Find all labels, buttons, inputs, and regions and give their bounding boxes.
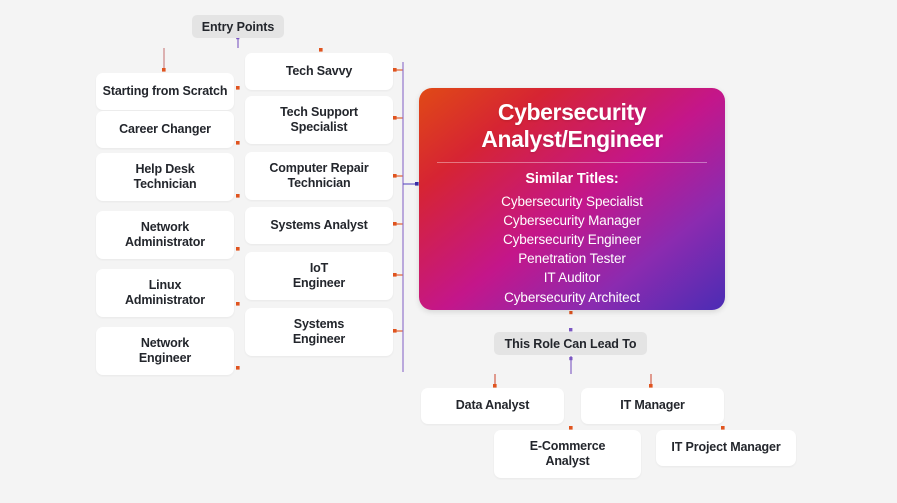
node-career-changer[interactable]: Career Changer: [96, 111, 234, 148]
hero-subtitle: Similar Titles:: [525, 170, 619, 187]
hero-title: Cybersecurity Analyst/Engineer: [433, 99, 711, 153]
node-starting-from-scratch[interactable]: Starting from Scratch: [96, 73, 234, 110]
hero-role-card: Cybersecurity Analyst/Engineer Similar T…: [419, 88, 725, 310]
list-item: Cybersecurity Specialist: [501, 193, 643, 209]
node-systems-analyst[interactable]: Systems Analyst: [245, 207, 393, 244]
hero-divider: [437, 161, 707, 163]
hero-title-line2: Analyst/Engineer: [481, 125, 663, 152]
similar-titles-list: Cybersecurity Specialist Cybersecurity M…: [419, 192, 725, 307]
list-item: IT Auditor: [543, 270, 601, 286]
node-tech-savvy[interactable]: Tech Savvy: [245, 53, 393, 90]
list-item: Penetration Tester: [518, 251, 626, 267]
lead-to-label: This Role Can Lead To: [494, 332, 647, 355]
node-it-manager[interactable]: IT Manager: [581, 388, 724, 424]
node-it-project-manager[interactable]: IT Project Manager: [656, 430, 796, 466]
list-item: Cybersecurity Architect: [504, 289, 640, 305]
list-item: Cybersecurity Engineer: [502, 232, 642, 248]
list-item: Cybersecurity Manager: [503, 212, 641, 228]
entry-points-label: Entry Points: [192, 15, 284, 38]
hero-title-line1: Cybersecurity: [497, 99, 647, 125]
node-data-analyst[interactable]: Data Analyst: [421, 388, 564, 424]
